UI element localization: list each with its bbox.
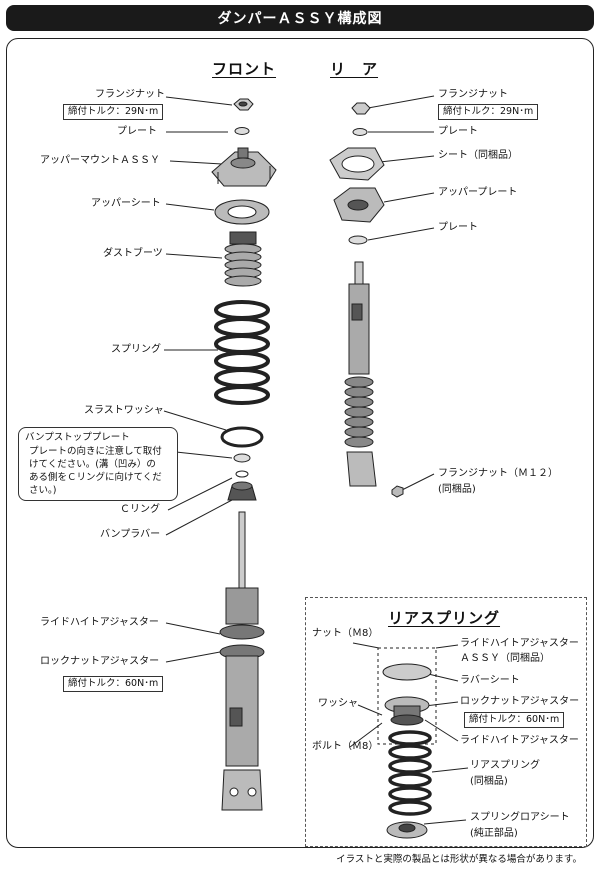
rear-spring-ride-height-assy-label: ライドハイトアジャスター [460,638,579,649]
section-front: フロント [212,60,277,78]
rear-flange-nut-label: フランジナット [438,89,508,100]
front-spring [214,300,270,405]
rear-spring-lock-nut-label: ロックナットアジャスター [460,696,580,707]
bump-stop-note-title: バンプストッププレート [25,432,130,443]
front-upper-mount-label: アッパーマウントＡＳＳＹ [40,155,160,166]
rear-flange-nut-m12 [391,485,404,498]
front-ride-height-adjuster-label: ライドハイトアジャスター [40,617,159,628]
front-damper-body [219,511,265,811]
rear-spring-lower-seat-label: スプリングロアシート [470,812,570,823]
rear-flange-nut-m12-note: (同梱品) [438,484,476,495]
rear-spring-lower-seat-note: (純正部品) [470,828,518,839]
rear-plate-2-label: プレート [438,222,478,233]
page-header: ダンパーＡＳＳＹ構成図 [6,5,594,31]
rear-upper-plate [333,187,385,223]
footer-disclaimer: イラストと実際の製品とは形状が異なる場合があります。 [336,854,582,865]
section-rear-spring: リアスプリング [388,609,501,627]
rear-upper-plate-label: アッパープレート [438,187,518,198]
front-dust-boots [224,231,262,287]
rear-spring-lower-seat [386,821,428,839]
rear-plate-1-label: プレート [438,126,478,137]
rear-spring-washer-label: ワッシャ [318,698,358,709]
rear-rubber-seat [382,663,432,681]
front-dust-boots-label: ダストブーツ [103,248,163,259]
front-bump-rubber [227,481,257,501]
rear-spring-ride-height-label: ライドハイトアジャスター [460,735,579,746]
rear-spring-bolt-label: ボルト（Ｍ8） [312,741,379,752]
front-upper-seat [214,199,270,225]
bump-stop-note: バンプストッププレート プレートの向きに注意して取付 けてください。(溝（凹み）… [18,427,178,501]
rear-flange-nut-torque: 締付トルク：29N･m [438,104,539,120]
front-lock-nut-torque: 締付トルク：60N･m [63,676,164,692]
rear-seat [329,147,385,181]
rear-spring-nut-label: ナット（Ｍ8） [312,628,379,639]
rear-spring-lock-nut-torque: 締付トルク：60N･m [464,712,565,728]
rear-damper-body [344,261,377,487]
rear-plate-1 [352,128,368,136]
front-upper-seat-label: アッパーシート [91,198,161,209]
section-rear: リ ア [330,60,379,78]
front-thrust-washer-label: スラストワッシャ [84,405,164,416]
front-plate-label: プレート [117,126,157,137]
rear-spring [388,730,432,816]
rear-spring-note: (同梱品) [470,776,508,787]
rear-spring-rubber-seat-label: ラバーシート [460,675,520,686]
page-title: ダンパーＡＳＳＹ構成図 [217,11,383,27]
rear-seat-label: シート（同梱品） [438,150,518,161]
rear-flange-nut-m12-label: フランジナット（Ｍ１２） [438,468,558,479]
front-flange-nut-label: フランジナット [95,89,165,100]
rear-flange-nut [351,102,371,115]
front-flange-nut [233,98,254,111]
front-thrust-washer [220,426,264,448]
front-upper-mount [211,147,277,187]
rear-spring-ride-height-assy-label-2: ＡＳＳＹ（同梱品） [460,653,550,664]
front-spring-label: スプリング [111,344,161,355]
diagram-frame [6,38,594,848]
front-plate [234,127,250,135]
bump-stop-note-body: プレートの向きに注意して取付 けてください。(溝（凹み）の ある側をＣリングに向… [29,446,162,496]
front-flange-nut-torque: 締付トルク：29N･m [63,104,164,120]
front-bump-stop-plate [233,453,251,463]
front-lock-nut-adjuster-label: ロックナットアジャスター [40,656,160,667]
front-bump-rubber-label: バンプラバー [100,529,161,540]
front-c-ring [235,470,249,478]
rear-ride-height-adjuster [384,696,430,726]
rear-spring-label: リアスプリング [470,760,540,771]
front-c-ring-label: Ｃリング [120,504,160,515]
rear-spring-panel [305,597,587,847]
rear-plate-2 [348,235,368,245]
